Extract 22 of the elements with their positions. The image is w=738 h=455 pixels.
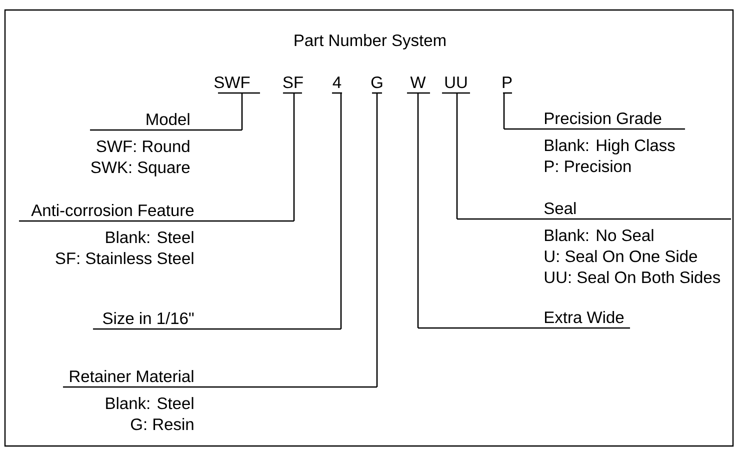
leader-line [503,93,505,129]
leader-line [456,93,458,219]
code-label: P [502,76,512,94]
title: Part Number System [294,34,446,50]
code-label: SWF [214,76,260,94]
category-label: Retainer Material Blank: Steel G: Resin [63,370,377,430]
leader-line [417,93,419,328]
category-label: Seal Blank: No Seal U: Seal On One Side UU: Seal On Both Sides [457,202,731,284]
code-label: SF [283,76,303,94]
category-label: Model SWF: Round SWK: Square [90,113,242,176]
code-label: W [407,76,430,94]
code-label: G [371,76,382,94]
leader-line [340,93,342,329]
leader-line [293,93,295,221]
code-label: 4 [332,76,342,94]
category-label: Precision Grade Blank: High Class P: Precision [504,112,685,172]
leader-line [241,93,243,130]
code-label: UU [442,76,470,94]
category-label: Size in 1/16" [93,312,341,330]
category-label: Extra Wide [418,311,630,329]
category-label: Anti-corrosion Feature Blank: Steel SF: Stainless Steel [19,204,294,264]
leader-line [376,93,378,387]
